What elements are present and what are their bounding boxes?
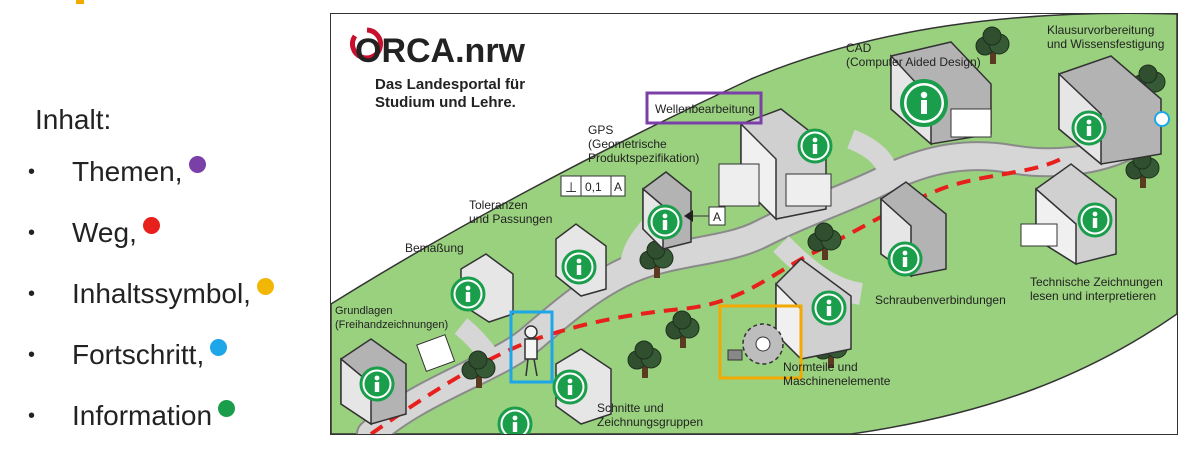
yellow-dot-icon (256, 278, 274, 295)
label-normteile-sub: Maschinenelemente (783, 374, 891, 388)
gps-tolerance-value: 0,1 (585, 180, 602, 194)
bullet-icon: • (28, 161, 36, 183)
person-figure-icon (524, 325, 538, 377)
info-icon-bemassung[interactable] (450, 276, 486, 312)
label-toleranzen: Toleranzen (469, 198, 528, 212)
lathe-machine (785, 173, 832, 207)
label-normteile: Normteile und (783, 360, 858, 374)
info-icon-klausur[interactable] (1071, 110, 1107, 146)
gps-datum-letter: A (713, 210, 721, 224)
orange-corner-mark (76, 0, 84, 4)
cad-desk (950, 108, 992, 138)
label-klausur: Klausurvorbereitung (1047, 23, 1154, 37)
label-cad-sub: (Computer Aided Design) (846, 55, 981, 69)
legend-item-inhaltssymbol: • Inhaltssymbol, (28, 278, 274, 339)
bullet-icon: • (28, 222, 36, 244)
progress-highlight-box (509, 310, 554, 384)
info-icon-gps[interactable] (647, 204, 683, 240)
label-bemassung: Bemaßung (405, 241, 464, 255)
perpendicularity-symbol: ⊥ (565, 179, 577, 195)
orca-logo-arc-icon (350, 27, 383, 61)
legend-item-information: • Information (28, 400, 274, 461)
legend-list: • Themen, • Weg, • Inhaltssymbol, • Fort… (28, 156, 274, 461)
gps-datum-reference: A (614, 180, 622, 194)
logo-tagline-1: Das Landesportal für (375, 76, 525, 93)
theme-highlight-box (645, 91, 763, 125)
logo-tagline-2: Studium und Lehre. (375, 94, 516, 111)
logo-name: ORCA.nrw (355, 32, 526, 70)
label-technische-sub: lesen und interpretieren (1030, 289, 1156, 303)
slide-legend-panel: Inhalt: • Themen, • Weg, • Inhaltssymbol… (0, 0, 320, 431)
orca-course-map: ORCA.nrw Das Landesportal für Studium un… (330, 13, 1178, 435)
legend-label: Themen, (72, 156, 183, 187)
label-toleranzen-sub: und Passungen (469, 212, 552, 226)
info-icon-cad[interactable] (900, 79, 948, 127)
info-icon-schnitte-2[interactable] (497, 406, 533, 434)
label-schraubenverbindungen: Schraubenverbindungen (875, 293, 1006, 307)
legend-item-fortschritt: • Fortschritt, (28, 339, 274, 400)
red-dashed-route (369, 157, 1062, 434)
label-grundlagen-sub: (Freihandzeichnungen) (335, 319, 448, 331)
milling-machine (718, 163, 760, 207)
info-icon-wellen[interactable] (797, 128, 833, 164)
info-icon-toleranzen[interactable] (561, 249, 597, 285)
purple-dot-icon (188, 156, 206, 173)
label-cad: CAD (846, 41, 872, 55)
info-icon-grundlagen[interactable] (359, 366, 395, 402)
drafting-table (1020, 223, 1058, 247)
green-dot-icon (218, 400, 236, 417)
label-technische: Technische Zeichnungen (1030, 275, 1163, 289)
label-schnitte: Schnitte und (597, 401, 664, 415)
legend-item-weg: • Weg, (28, 217, 274, 278)
content-heading: Inhalt: (35, 104, 112, 135)
gps-tolerance-frame: ⊥ 0,1 A A (560, 175, 726, 226)
label-gps-sub1: (Geometrische (588, 137, 667, 151)
info-icon-schnitte[interactable] (552, 369, 588, 405)
legend-label: Information (72, 400, 213, 431)
info-icon-normteile[interactable] (811, 290, 847, 326)
content-symbol-highlight-box (718, 304, 803, 380)
legend-label: Inhaltssymbol, (72, 278, 251, 309)
red-dot-icon (142, 217, 160, 234)
freehand-easel (416, 334, 456, 372)
legend-label: Fortschritt, (72, 339, 205, 370)
info-icon-technische[interactable] (1077, 202, 1113, 238)
bullet-icon: • (28, 283, 36, 305)
progress-badge-icon (1154, 111, 1170, 127)
orca-logo: ORCA.nrw Das Landesportal für Studium un… (350, 27, 526, 111)
label-gps-sub2: Produktspezifikation) (588, 151, 699, 165)
label-klausur-sub: und Wissensfestigung (1047, 37, 1164, 51)
legend-item-themen: • Themen, (28, 156, 274, 217)
bullet-icon: • (28, 405, 36, 427)
label-grundlagen: Grundlagen (335, 305, 393, 317)
bullet-icon: • (28, 344, 36, 366)
gear-icon (727, 323, 784, 365)
label-wellenbearbeitung: Wellenbearbeitung (655, 102, 755, 116)
legend-label: Weg, (72, 217, 137, 248)
label-schnitte-sub: Zeichnungsgruppen (597, 415, 703, 429)
info-icon-schrauben[interactable] (887, 241, 923, 277)
label-gps: GPS (588, 123, 613, 137)
course-map-illustration: ORCA.nrw Das Landesportal für Studium un… (331, 14, 1177, 434)
blue-dot-icon (210, 339, 228, 356)
